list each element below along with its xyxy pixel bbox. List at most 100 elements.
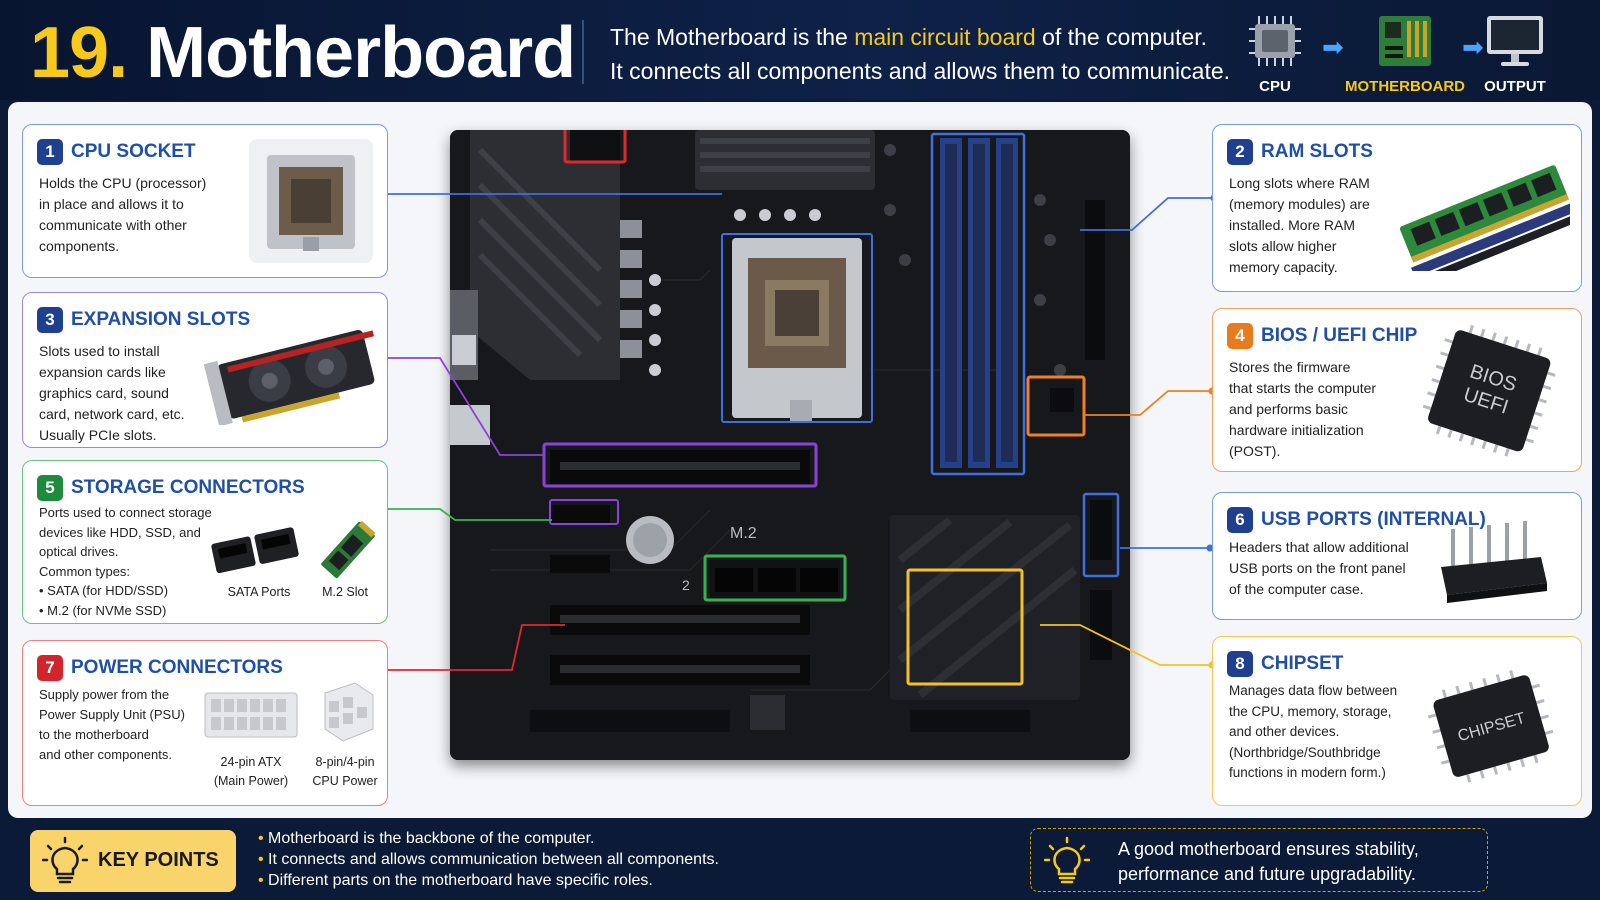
card-number: 1 xyxy=(37,139,63,165)
highlight-storage xyxy=(703,554,847,602)
flow-arrow-icon: ➡ xyxy=(1322,32,1344,62)
body-line: • M.2 (for NVMe SSD) xyxy=(39,602,167,618)
card-body: Manages data flow between the CPU, memor… xyxy=(1229,681,1397,784)
card-title: RAM SLOTS xyxy=(1261,141,1373,162)
header-bar xyxy=(0,0,1600,100)
body-line: to the motherboard xyxy=(39,727,149,742)
body-line: that starts the computer xyxy=(1229,380,1377,396)
card-number: 5 xyxy=(37,475,63,501)
body-line: Long slots where RAM xyxy=(1229,175,1370,191)
flow-step-output: OUTPUT xyxy=(1480,12,1550,95)
body-line: Common types: xyxy=(39,563,131,579)
m2-ssd-icon xyxy=(321,520,376,579)
caption-line: (Main Power) xyxy=(213,774,289,788)
desc-line-2: It connects all components and allows th… xyxy=(610,58,1231,84)
header-description: The Motherboard is the main circuit boar… xyxy=(610,20,1230,88)
body-line: installed. More RAM xyxy=(1229,217,1356,233)
caption-sata-ports: SATA Ports xyxy=(227,585,291,599)
highlight-bios-chip xyxy=(1026,375,1086,437)
highlight-cpu-socket xyxy=(721,233,873,423)
card-bios-uefi: 4 BIOS / UEFI CHIP Stores the firmware t… xyxy=(1212,308,1582,472)
graphics-card-icon xyxy=(203,330,375,425)
body-line: and other devices. xyxy=(1229,724,1340,739)
lightbulb-icon xyxy=(1044,836,1090,884)
caption-atx-24pin: 24-pin ATX (Main Power) xyxy=(199,753,303,791)
caption-line: 8-pin/4-pin xyxy=(315,755,375,769)
card-number: 6 xyxy=(1227,507,1253,533)
body-line: Headers that allow additional xyxy=(1229,539,1409,555)
body-line: Supply power from the xyxy=(39,687,170,702)
board-label-2: 2 xyxy=(682,577,690,593)
card-body: Slots used to install expansion cards li… xyxy=(39,341,185,446)
body-line: of the computer case. xyxy=(1229,581,1364,597)
body-line: (POST). xyxy=(1229,443,1281,459)
body-line: the CPU, memory, storage, xyxy=(1229,703,1392,719)
body-line: (Northbridge/Southbridge xyxy=(1229,744,1381,760)
body-line: components. xyxy=(39,238,120,254)
connector-ram xyxy=(1080,197,1214,231)
flow-label: OUTPUT xyxy=(1484,78,1546,95)
monitor-icon xyxy=(1487,16,1543,66)
caption-cpu-8pin: 8-pin/4-pin CPU Power xyxy=(303,753,387,791)
atx-24pin-icon xyxy=(204,692,298,738)
card-body: Ports used to connect storage devices li… xyxy=(39,503,212,620)
caption-line: 24-pin ATX xyxy=(220,755,282,769)
card-number: 7 xyxy=(37,655,63,681)
title-text: Motherboard xyxy=(146,13,576,93)
card-title: BIOS / UEFI CHIP xyxy=(1261,325,1418,346)
caption-m2-slot: M.2 Slot xyxy=(322,585,368,599)
body-line: Ports used to connect storage xyxy=(39,505,212,520)
body-line: • SATA (for HDD/SSD) xyxy=(39,583,169,598)
flow-label: MOTHERBOARD xyxy=(1345,78,1465,95)
key-point-item: Different parts on the motherboard have … xyxy=(258,870,719,891)
card-title: USB PORTS (INTERNAL) xyxy=(1261,509,1486,530)
highlight-ram-slots xyxy=(930,132,1026,476)
body-line: Slots used to install xyxy=(39,343,160,359)
card-title: CHIPSET xyxy=(1261,653,1344,674)
body-line: and performs basic xyxy=(1229,401,1349,417)
card-title: STORAGE CONNECTORS xyxy=(71,477,305,498)
note-text: A good motherboard ensures stability, pe… xyxy=(1118,839,1419,884)
highlight-chipset xyxy=(906,568,1024,686)
bios-chip-icon: BIOS UEFI xyxy=(1423,325,1556,457)
key-point-item: It connects and allows communication bet… xyxy=(258,849,719,870)
flow-arrow-icon: ➡ xyxy=(1462,32,1484,62)
header-divider xyxy=(582,20,584,84)
card-chipset: 8 CHIPSET Manages data flow between the … xyxy=(1212,636,1582,806)
body-line: Holds the CPU (processor) xyxy=(39,175,207,191)
body-line: (memory modules) are xyxy=(1229,196,1370,212)
card-cpu-socket: 1 CPU SOCKET Holds the CPU (processor) i… xyxy=(22,124,388,278)
page-title: 19. Motherboard xyxy=(30,10,576,96)
body-line: Stores the firmware xyxy=(1229,359,1351,375)
card-number: 4 xyxy=(1227,323,1253,349)
key-points-list: Motherboard is the backbone of the compu… xyxy=(258,828,719,891)
body-line: communicate with other xyxy=(39,217,187,233)
body-line: in place and allows it to xyxy=(39,196,184,212)
body-line: hardware initialization xyxy=(1229,422,1364,438)
card-body: Long slots where RAM (memory modules) ar… xyxy=(1229,173,1370,278)
body-line: USB ports on the front panel xyxy=(1229,560,1406,576)
note-box xyxy=(1030,828,1488,892)
caption-line: CPU Power xyxy=(312,774,378,788)
card-body: Supply power from the Power Supply Unit … xyxy=(39,685,185,765)
card-number: 8 xyxy=(1227,651,1253,677)
body-line: devices like HDD, SSD, and xyxy=(39,524,201,540)
motherboard-image: M.2 2 xyxy=(450,116,1130,760)
usb-header-icon xyxy=(1441,521,1547,603)
card-number: 2 xyxy=(1227,139,1253,165)
card-body: Holds the CPU (processor) in place and a… xyxy=(39,173,206,257)
connector-expansion xyxy=(382,357,545,456)
connector-power xyxy=(382,624,565,671)
highlight-expansion xyxy=(542,442,818,488)
card-storage-connectors: 5 STORAGE CONNECTORS Ports used to conne… xyxy=(22,460,388,624)
board-label-m2: M.2 xyxy=(730,525,757,542)
highlight-expansion-small xyxy=(549,499,619,525)
body-line: optical drives. xyxy=(39,544,119,559)
flow-step-motherboard: MOTHERBOARD xyxy=(1340,12,1470,95)
ram-module-icon xyxy=(1399,165,1570,271)
card-usb-ports: 6 USB PORTS (INTERNAL) Headers that allo… xyxy=(1212,492,1582,620)
connector-chipset xyxy=(1040,624,1212,666)
card-body: Stores the firmware that starts the comp… xyxy=(1229,357,1376,462)
connector-bios xyxy=(1085,390,1212,416)
flow-step-cpu: CPU xyxy=(1245,12,1305,95)
